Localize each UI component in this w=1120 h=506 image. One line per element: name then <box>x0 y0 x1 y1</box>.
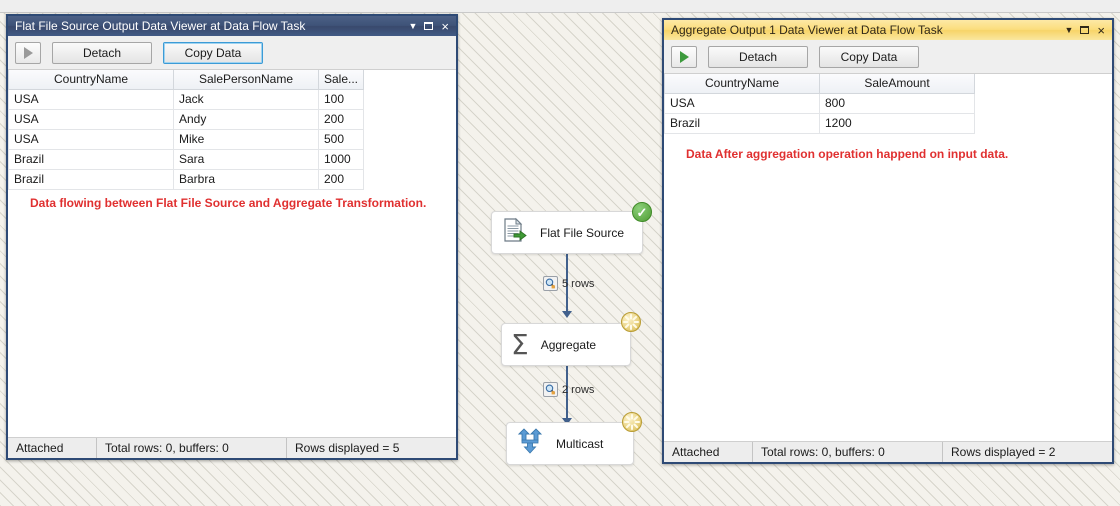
status-rows-displayed: Rows displayed = 2 <box>942 442 1112 462</box>
connector-label-text: 2 rows <box>562 383 595 396</box>
table-cell[interactable]: 1000 <box>318 149 364 170</box>
dataflow-node-flat-file-source[interactable]: Flat File Source <box>491 211 643 254</box>
table-cell[interactable]: Brazil <box>8 149 174 170</box>
dataflow-node-label: Flat File Source <box>540 225 625 240</box>
table-cell[interactable]: 100 <box>318 89 364 110</box>
status-rows-displayed: Rows displayed = 5 <box>286 438 456 458</box>
table-cell[interactable]: 1200 <box>819 113 975 134</box>
dataflow-node-label: Aggregate <box>540 337 597 352</box>
window-title: Aggregate Output 1 Data Viewer at Data F… <box>671 23 943 37</box>
connector-label-5-rows[interactable]: 5 rows <box>543 276 594 291</box>
detach-button[interactable]: Detach <box>708 45 808 68</box>
data-viewer-window-flat-file-source[interactable]: Flat File Source Output Data Viewer at D… <box>6 14 458 460</box>
table-cell[interactable]: Jack <box>173 89 319 110</box>
status-bar: Attached Total rows: 0, buffers: 0 Rows … <box>664 442 1112 462</box>
table-cell[interactable]: 200 <box>318 169 364 190</box>
column-header[interactable]: SalePersonName <box>173 70 319 90</box>
play-icon-enabled <box>679 50 689 63</box>
close-icon[interactable]: × <box>1097 22 1105 38</box>
status-total-rows: Total rows: 0, buffers: 0 <box>96 438 286 458</box>
play-button[interactable] <box>671 45 697 68</box>
status-total-rows: Total rows: 0, buffers: 0 <box>752 442 942 462</box>
busy-badge <box>621 312 641 332</box>
status-attached: Attached <box>16 441 64 455</box>
dataflow-node-multicast[interactable]: Multicast <box>506 422 634 465</box>
maximize-icon[interactable] <box>424 22 434 30</box>
multicast-icon <box>516 428 544 459</box>
titlebar[interactable]: Flat File Source Output Data Viewer at D… <box>8 16 456 36</box>
success-badge: ✓ <box>632 202 652 222</box>
table-cell[interactable]: Andy <box>173 109 319 130</box>
window-controls[interactable]: ▼ × <box>408 20 452 33</box>
viewer-toolbar[interactable]: Detach Copy Data <box>8 36 456 70</box>
window-controls[interactable]: ▼ × <box>1064 24 1108 37</box>
connector-arrowhead <box>562 311 572 318</box>
column-header[interactable]: SaleAmount <box>819 74 975 94</box>
table-cell[interactable]: 500 <box>318 129 364 150</box>
table-cell[interactable]: Brazil <box>8 169 174 190</box>
table-cell[interactable]: USA <box>664 93 820 114</box>
titlebar[interactable]: Aggregate Output 1 Data Viewer at Data F… <box>664 20 1112 40</box>
status-attached: Attached <box>672 445 720 459</box>
connector-label-text: 5 rows <box>562 277 595 290</box>
busy-badge <box>622 412 642 432</box>
table-cell[interactable]: Sara <box>173 149 319 170</box>
data-viewer-window-aggregate-output[interactable]: Aggregate Output 1 Data Viewer at Data F… <box>662 18 1114 464</box>
connector-arrowhead <box>562 418 572 425</box>
maximize-icon[interactable] <box>1080 26 1090 34</box>
aggregate-sigma-icon: Σ <box>511 327 529 361</box>
annotation-note: Data After aggregation operation happend… <box>686 147 1009 161</box>
window-title: Flat File Source Output Data Viewer at D… <box>15 19 306 33</box>
table-cell[interactable]: Barbra <box>173 169 319 190</box>
close-icon[interactable]: × <box>441 18 449 34</box>
connector-aggregate-to-multicast[interactable] <box>566 366 568 422</box>
table-cell[interactable]: USA <box>8 89 174 110</box>
data-viewer-magnifier-icon[interactable] <box>543 276 558 291</box>
viewer-toolbar[interactable]: Detach Copy Data <box>664 40 1112 74</box>
play-icon-disabled <box>23 46 33 59</box>
play-button[interactable] <box>15 41 41 64</box>
dataflow-node-label: Multicast <box>556 436 604 451</box>
column-header[interactable]: CountryName <box>664 74 820 94</box>
dataflow-node-aggregate[interactable]: Σ Aggregate <box>501 323 631 366</box>
table-cell[interactable]: Brazil <box>664 113 820 134</box>
detach-button[interactable]: Detach <box>52 41 152 64</box>
dropdown-icon[interactable]: ▼ <box>408 20 418 31</box>
flat-file-source-icon <box>501 217 528 249</box>
annotation-note: Data flowing between Flat File Source an… <box>30 196 427 210</box>
table-cell[interactable]: Mike <box>173 129 319 150</box>
table-cell[interactable]: USA <box>8 129 174 150</box>
copy-data-button[interactable]: Copy Data <box>163 41 263 64</box>
table-cell[interactable]: 200 <box>318 109 364 130</box>
connector-source-to-aggregate[interactable] <box>566 254 568 314</box>
status-bar: Attached Total rows: 0, buffers: 0 Rows … <box>8 438 456 458</box>
data-viewer-magnifier-icon[interactable] <box>543 382 558 397</box>
table-cell[interactable]: USA <box>8 109 174 130</box>
column-header[interactable]: Sale... <box>318 70 364 90</box>
column-header[interactable]: CountryName <box>8 70 174 90</box>
top-strip <box>0 0 1120 13</box>
dropdown-icon[interactable]: ▼ <box>1064 24 1074 35</box>
connector-label-2-rows[interactable]: 2 rows <box>543 382 594 397</box>
copy-data-button[interactable]: Copy Data <box>819 45 919 68</box>
table-cell[interactable]: 800 <box>819 93 975 114</box>
